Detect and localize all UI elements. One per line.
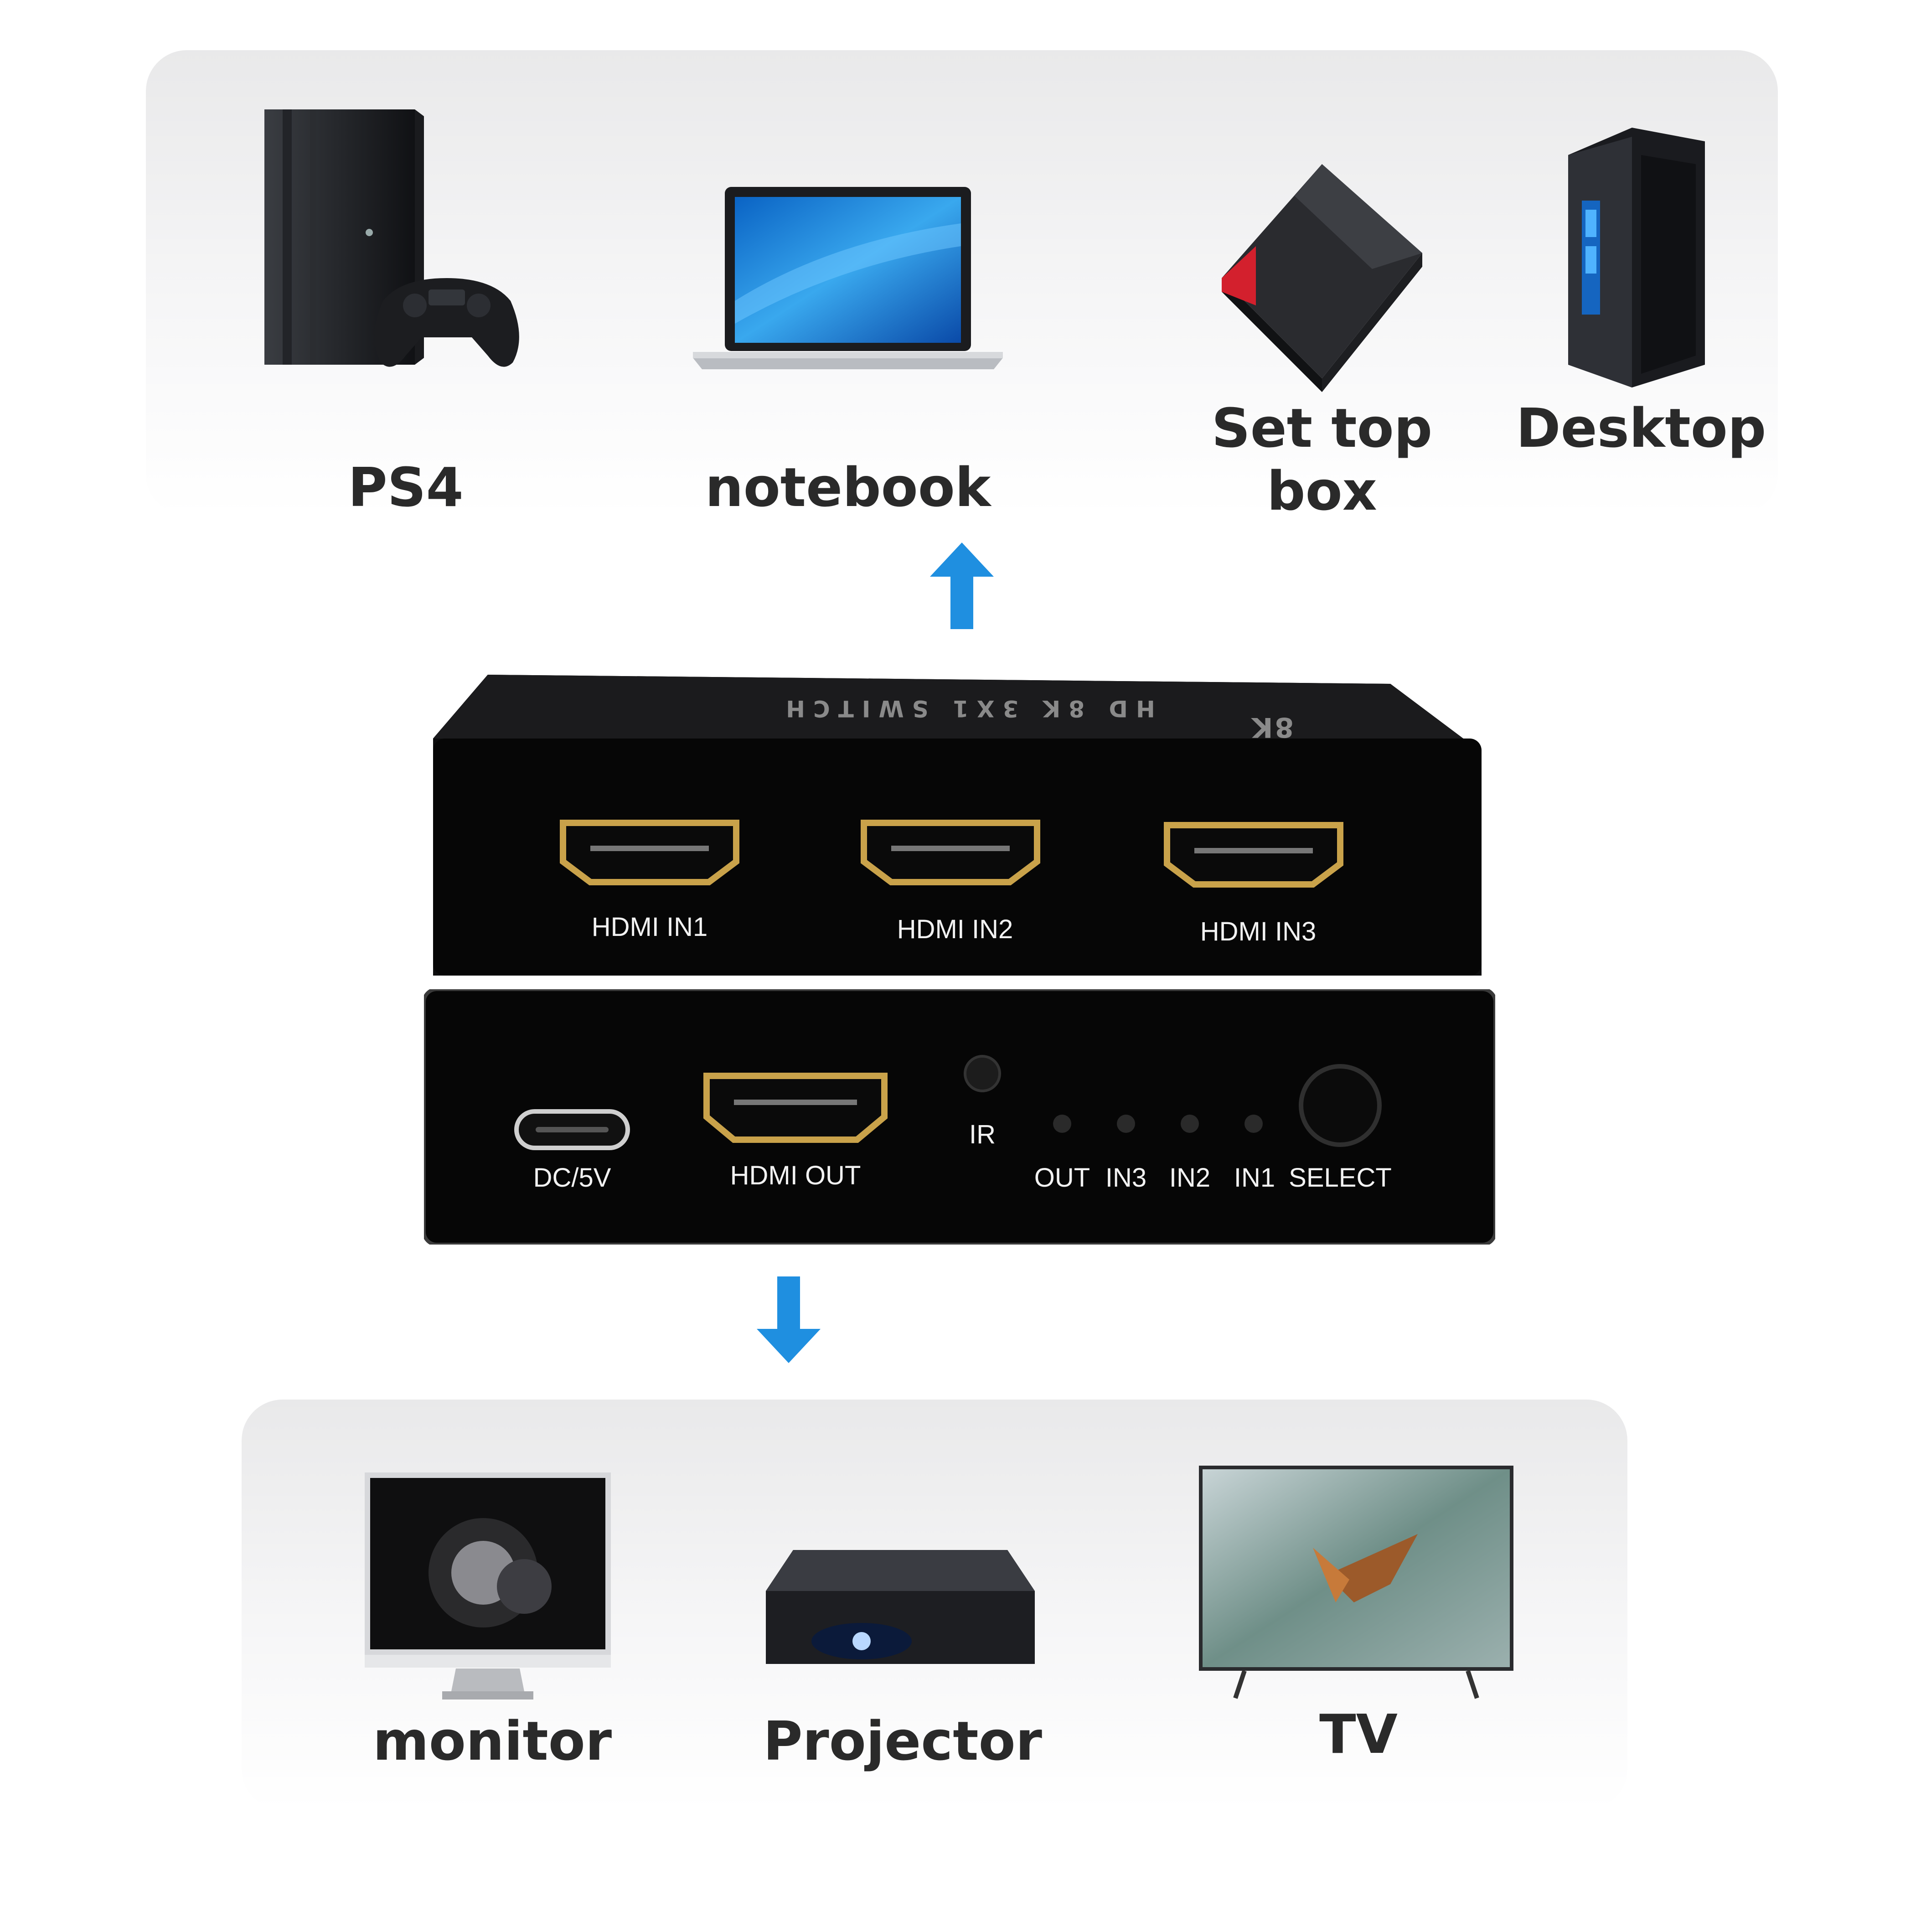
led-indicators — [1053, 1115, 1263, 1133]
output-label: TV — [1319, 1703, 1398, 1766]
hdmi-in-label: HDMI IN3 — [1200, 917, 1317, 946]
tv-icon — [1199, 1466, 1513, 1699]
hdmi-in-label: HDMI IN1 — [591, 912, 708, 942]
switcher-brand: 8K — [1250, 711, 1294, 743]
projector-icon — [766, 1550, 1035, 1664]
hdmi-in2-port[interactable] — [855, 818, 1046, 887]
led-label-in2: IN2 — [1169, 1163, 1211, 1193]
switcher-top-print: HD 8K 3X1 SWITCH — [778, 695, 1155, 722]
switcher-rear: DC/5V HDMI OUT IR OUT IN3 IN2 IN1 SELECT — [424, 989, 1495, 1245]
switcher-front: HD 8K 3X1 SWITCH 8K HDMI IN1 HDMI IN2 HD… — [433, 675, 1482, 985]
output-monitor: monitor — [365, 1472, 620, 1810]
hdmi-out-label: HDMI OUT — [730, 1161, 861, 1190]
dc-label: DC/5V — [533, 1163, 611, 1193]
led-label-in3: IN3 — [1105, 1163, 1147, 1193]
output-tv: TV — [1199, 1466, 1518, 1810]
set-top-box-icon — [1222, 164, 1422, 392]
source-set-top-box: Set top box — [1158, 155, 1486, 542]
select-label: SELECT — [1289, 1163, 1392, 1193]
hdmi-in1-port[interactable] — [554, 818, 745, 887]
ps4-console-icon — [264, 109, 519, 367]
source-ps4: PS4 — [264, 109, 547, 542]
ir-receiver-icon — [964, 1055, 1001, 1092]
monitor-icon — [365, 1472, 611, 1700]
ir-label: IR — [969, 1120, 996, 1149]
source-desktop: Desktop — [1513, 128, 1769, 542]
switcher-rear-body — [424, 989, 1495, 1245]
hdmi-in3-port[interactable] — [1158, 821, 1349, 889]
source-notebook: notebook — [693, 187, 1003, 542]
usb-c-power-port[interactable] — [513, 1108, 631, 1153]
source-label: notebook — [705, 456, 991, 519]
output-label: Projector — [763, 1710, 1042, 1772]
select-button[interactable] — [1297, 1062, 1384, 1149]
hdmi-out-port[interactable] — [697, 1071, 893, 1144]
desktop-tower-icon — [1568, 128, 1705, 387]
arrow-up-icon — [930, 542, 994, 629]
notebook-laptop-icon — [693, 187, 1003, 369]
source-label: PS4 — [348, 456, 464, 519]
output-label: monitor — [372, 1710, 612, 1772]
source-label: Desktop — [1516, 397, 1766, 460]
led-label-in1: IN1 — [1234, 1163, 1275, 1193]
led-label-out: OUT — [1034, 1163, 1090, 1193]
sources-panel: PS4 notebook Set top box — [146, 50, 1778, 522]
hdmi-in-label: HDMI IN2 — [897, 914, 1013, 944]
outputs-panel: monitor Projector TV — [242, 1400, 1627, 1810]
arrow-down-icon — [757, 1276, 821, 1363]
source-label: Set top box — [1211, 397, 1433, 522]
output-projector: Projector — [761, 1550, 1044, 1810]
